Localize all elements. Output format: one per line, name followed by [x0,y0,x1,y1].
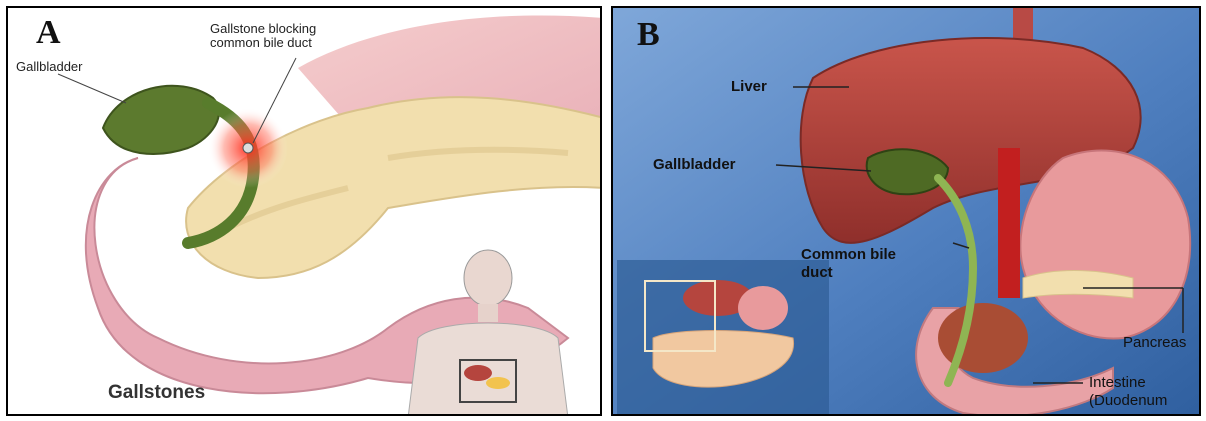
pancreas-shape [1023,271,1133,299]
common-bile-duct-label-line2: duct [801,264,833,281]
duodenum-interior [938,303,1028,373]
stomach-shape [1020,151,1190,339]
digestive-inset [617,260,829,416]
aorta-shape [998,148,1020,298]
panel-b-illustration [613,8,1201,416]
panel-a-gallstones-illustration: A Gallbladder Gallstone blocking common … [6,6,602,416]
gallbladder-label: Gallbladder [653,156,736,173]
gallbladder-shape [103,86,219,154]
gallbladder-leader [58,74,126,103]
body-inset-figure [408,250,568,416]
common-bile-duct-label-line1: Common bile [801,246,896,263]
pancreas-label: Pancreas [1123,334,1186,351]
gallstone-blocking-label-line2: common bile duct [210,36,312,50]
gallstone [243,143,253,153]
liver-label: Liver [731,78,767,95]
panel-a-illustration [8,8,602,416]
gallbladder-label: Gallbladder [16,60,83,74]
panel-b-digestive-anatomy: B Liver Gallbladder Common bile duct Pan… [611,6,1201,416]
panel-a-letter: A [36,14,61,52]
gallstones-title: Gallstones [108,386,205,400]
intestine-label-line2: (Duodenum [1089,392,1167,409]
intestine-label-line1: Intestine [1089,374,1146,391]
panel-b-letter: B [637,16,660,54]
gallstone-blocking-label-line1: Gallstone blocking [210,22,316,36]
